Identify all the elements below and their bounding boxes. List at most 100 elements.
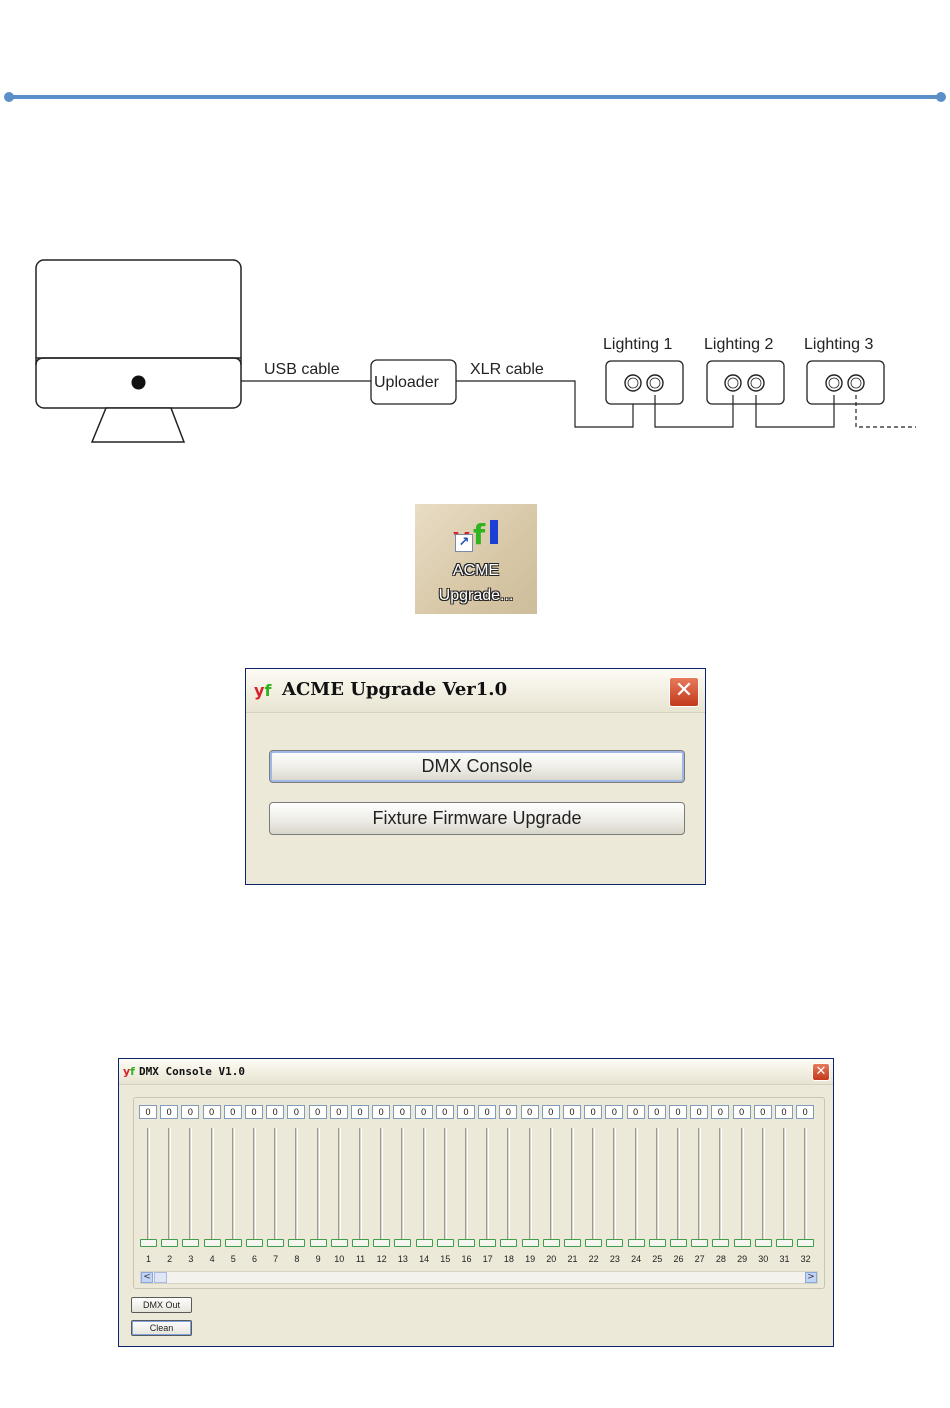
fader-thumb[interactable] bbox=[288, 1239, 306, 1247]
desktop-shortcut[interactable]: y f ↗ ACME Upgrade... bbox=[415, 504, 537, 614]
fader-thumb[interactable] bbox=[394, 1239, 412, 1247]
channel-value-field[interactable]: 0 bbox=[181, 1105, 200, 1119]
fader-thumb[interactable] bbox=[458, 1239, 475, 1247]
fader-thumb[interactable] bbox=[267, 1239, 285, 1247]
fader-thumb[interactable] bbox=[691, 1239, 709, 1247]
fader-thumb[interactable] bbox=[436, 1239, 454, 1247]
scroll-right-button[interactable]: > bbox=[805, 1272, 817, 1283]
channel-value-field[interactable]: 0 bbox=[711, 1105, 730, 1119]
fader-thumb[interactable] bbox=[564, 1239, 581, 1247]
channel-value-field[interactable]: 0 bbox=[329, 1105, 348, 1119]
fader-track[interactable] bbox=[465, 1128, 468, 1244]
fader-track[interactable] bbox=[337, 1128, 341, 1244]
fader-track[interactable] bbox=[592, 1128, 596, 1244]
channel-value-field[interactable]: 0 bbox=[520, 1105, 539, 1119]
fader-thumb[interactable] bbox=[648, 1239, 666, 1247]
channel-value-field[interactable]: 0 bbox=[690, 1105, 709, 1119]
fader-track[interactable] bbox=[761, 1128, 765, 1244]
channel-value-field[interactable]: 0 bbox=[287, 1105, 306, 1119]
fader-track[interactable] bbox=[253, 1128, 256, 1244]
fader-track[interactable] bbox=[422, 1128, 426, 1244]
fader-track[interactable] bbox=[634, 1128, 638, 1244]
fader-track[interactable] bbox=[677, 1128, 680, 1244]
fader-track[interactable] bbox=[486, 1128, 490, 1244]
channel-value-field[interactable]: 0 bbox=[393, 1105, 412, 1119]
channel-value-field[interactable]: 0 bbox=[372, 1105, 391, 1119]
fader-track[interactable] bbox=[549, 1128, 553, 1244]
clean-button[interactable]: Clean bbox=[131, 1320, 192, 1336]
channel-value-field[interactable]: 0 bbox=[160, 1105, 179, 1119]
channel-value-field[interactable]: 0 bbox=[605, 1105, 624, 1119]
fader-track[interactable] bbox=[804, 1128, 808, 1244]
channel-value-field[interactable]: 0 bbox=[223, 1105, 242, 1119]
fader-track[interactable] bbox=[147, 1128, 150, 1244]
fader-thumb[interactable] bbox=[224, 1239, 242, 1247]
channel-value-field[interactable]: 0 bbox=[266, 1105, 285, 1119]
fader-track[interactable] bbox=[401, 1128, 405, 1244]
title-bar[interactable]: yf DMX Console V1.0 ✕ bbox=[119, 1059, 833, 1085]
fader-track[interactable] bbox=[507, 1128, 511, 1244]
fader-track[interactable] bbox=[295, 1128, 299, 1244]
channel-value-field[interactable]: 0 bbox=[584, 1105, 603, 1119]
fader-track[interactable] bbox=[655, 1128, 659, 1244]
channel-value-field[interactable]: 0 bbox=[626, 1105, 645, 1119]
dmx-out-button[interactable]: DMX Out bbox=[131, 1297, 192, 1313]
channel-value-field[interactable]: 0 bbox=[414, 1105, 433, 1119]
fader-track[interactable] bbox=[613, 1128, 617, 1244]
channel-value-field[interactable]: 0 bbox=[308, 1105, 327, 1119]
fader-track[interactable] bbox=[719, 1128, 723, 1244]
fader-thumb[interactable] bbox=[182, 1239, 200, 1247]
fader-thumb[interactable] bbox=[203, 1239, 221, 1247]
channel-value-field[interactable]: 0 bbox=[563, 1105, 581, 1119]
fader-thumb[interactable] bbox=[373, 1239, 391, 1247]
channel-value-field[interactable]: 0 bbox=[478, 1105, 497, 1119]
fader-thumb[interactable] bbox=[140, 1239, 157, 1247]
channel-value-field[interactable]: 0 bbox=[499, 1105, 518, 1119]
fader-thumb[interactable] bbox=[330, 1239, 348, 1247]
channel-value-field[interactable]: 0 bbox=[435, 1105, 454, 1119]
close-button[interactable]: ✕ bbox=[812, 1063, 830, 1081]
fader-thumb[interactable] bbox=[797, 1239, 815, 1247]
fader-track[interactable] bbox=[316, 1128, 320, 1244]
fader-track[interactable] bbox=[443, 1128, 447, 1244]
scroll-left-button[interactable]: < bbox=[141, 1272, 153, 1283]
fader-thumb[interactable] bbox=[521, 1239, 539, 1247]
fader-thumb[interactable] bbox=[712, 1239, 730, 1247]
fader-track[interactable] bbox=[189, 1128, 193, 1244]
channel-value-field[interactable]: 0 bbox=[457, 1105, 475, 1119]
fader-thumb[interactable] bbox=[670, 1239, 687, 1247]
fader-thumb[interactable] bbox=[606, 1239, 624, 1247]
fader-track[interactable] bbox=[698, 1128, 702, 1244]
channel-value-field[interactable]: 0 bbox=[541, 1105, 560, 1119]
channel-value-field[interactable]: 0 bbox=[775, 1105, 793, 1119]
fader-thumb[interactable] bbox=[161, 1239, 179, 1247]
fader-track[interactable] bbox=[359, 1128, 362, 1244]
channel-value-field[interactable]: 0 bbox=[139, 1105, 157, 1119]
channel-value-field[interactable]: 0 bbox=[245, 1105, 263, 1119]
scrollbar-thumb[interactable] bbox=[154, 1272, 167, 1283]
fader-thumb[interactable] bbox=[415, 1239, 433, 1247]
channel-value-field[interactable]: 0 bbox=[796, 1105, 815, 1119]
fader-track[interactable] bbox=[210, 1128, 214, 1244]
fader-thumb[interactable] bbox=[309, 1239, 327, 1247]
fader-thumb[interactable] bbox=[585, 1239, 603, 1247]
channel-value-field[interactable]: 0 bbox=[669, 1105, 687, 1119]
fader-track[interactable] bbox=[274, 1128, 278, 1244]
fader-thumb[interactable] bbox=[776, 1239, 793, 1247]
channel-value-field[interactable]: 0 bbox=[732, 1105, 751, 1119]
dmx-console-button[interactable]: DMX Console bbox=[269, 750, 685, 783]
channel-value-field[interactable]: 0 bbox=[647, 1105, 666, 1119]
channel-value-field[interactable]: 0 bbox=[351, 1105, 369, 1119]
fader-track[interactable] bbox=[571, 1128, 574, 1244]
fader-track[interactable] bbox=[740, 1128, 744, 1244]
fader-thumb[interactable] bbox=[246, 1239, 263, 1247]
fader-thumb[interactable] bbox=[627, 1239, 645, 1247]
title-bar[interactable]: yf ACME Upgrade Ver1.0 ✕ bbox=[246, 669, 705, 713]
fader-thumb[interactable] bbox=[500, 1239, 518, 1247]
channel-value-field[interactable]: 0 bbox=[753, 1105, 772, 1119]
fader-thumb[interactable] bbox=[542, 1239, 560, 1247]
channel-value-field[interactable]: 0 bbox=[202, 1105, 221, 1119]
fader-track[interactable] bbox=[231, 1128, 235, 1244]
fader-thumb[interactable] bbox=[754, 1239, 772, 1247]
fader-track[interactable] bbox=[380, 1128, 384, 1244]
